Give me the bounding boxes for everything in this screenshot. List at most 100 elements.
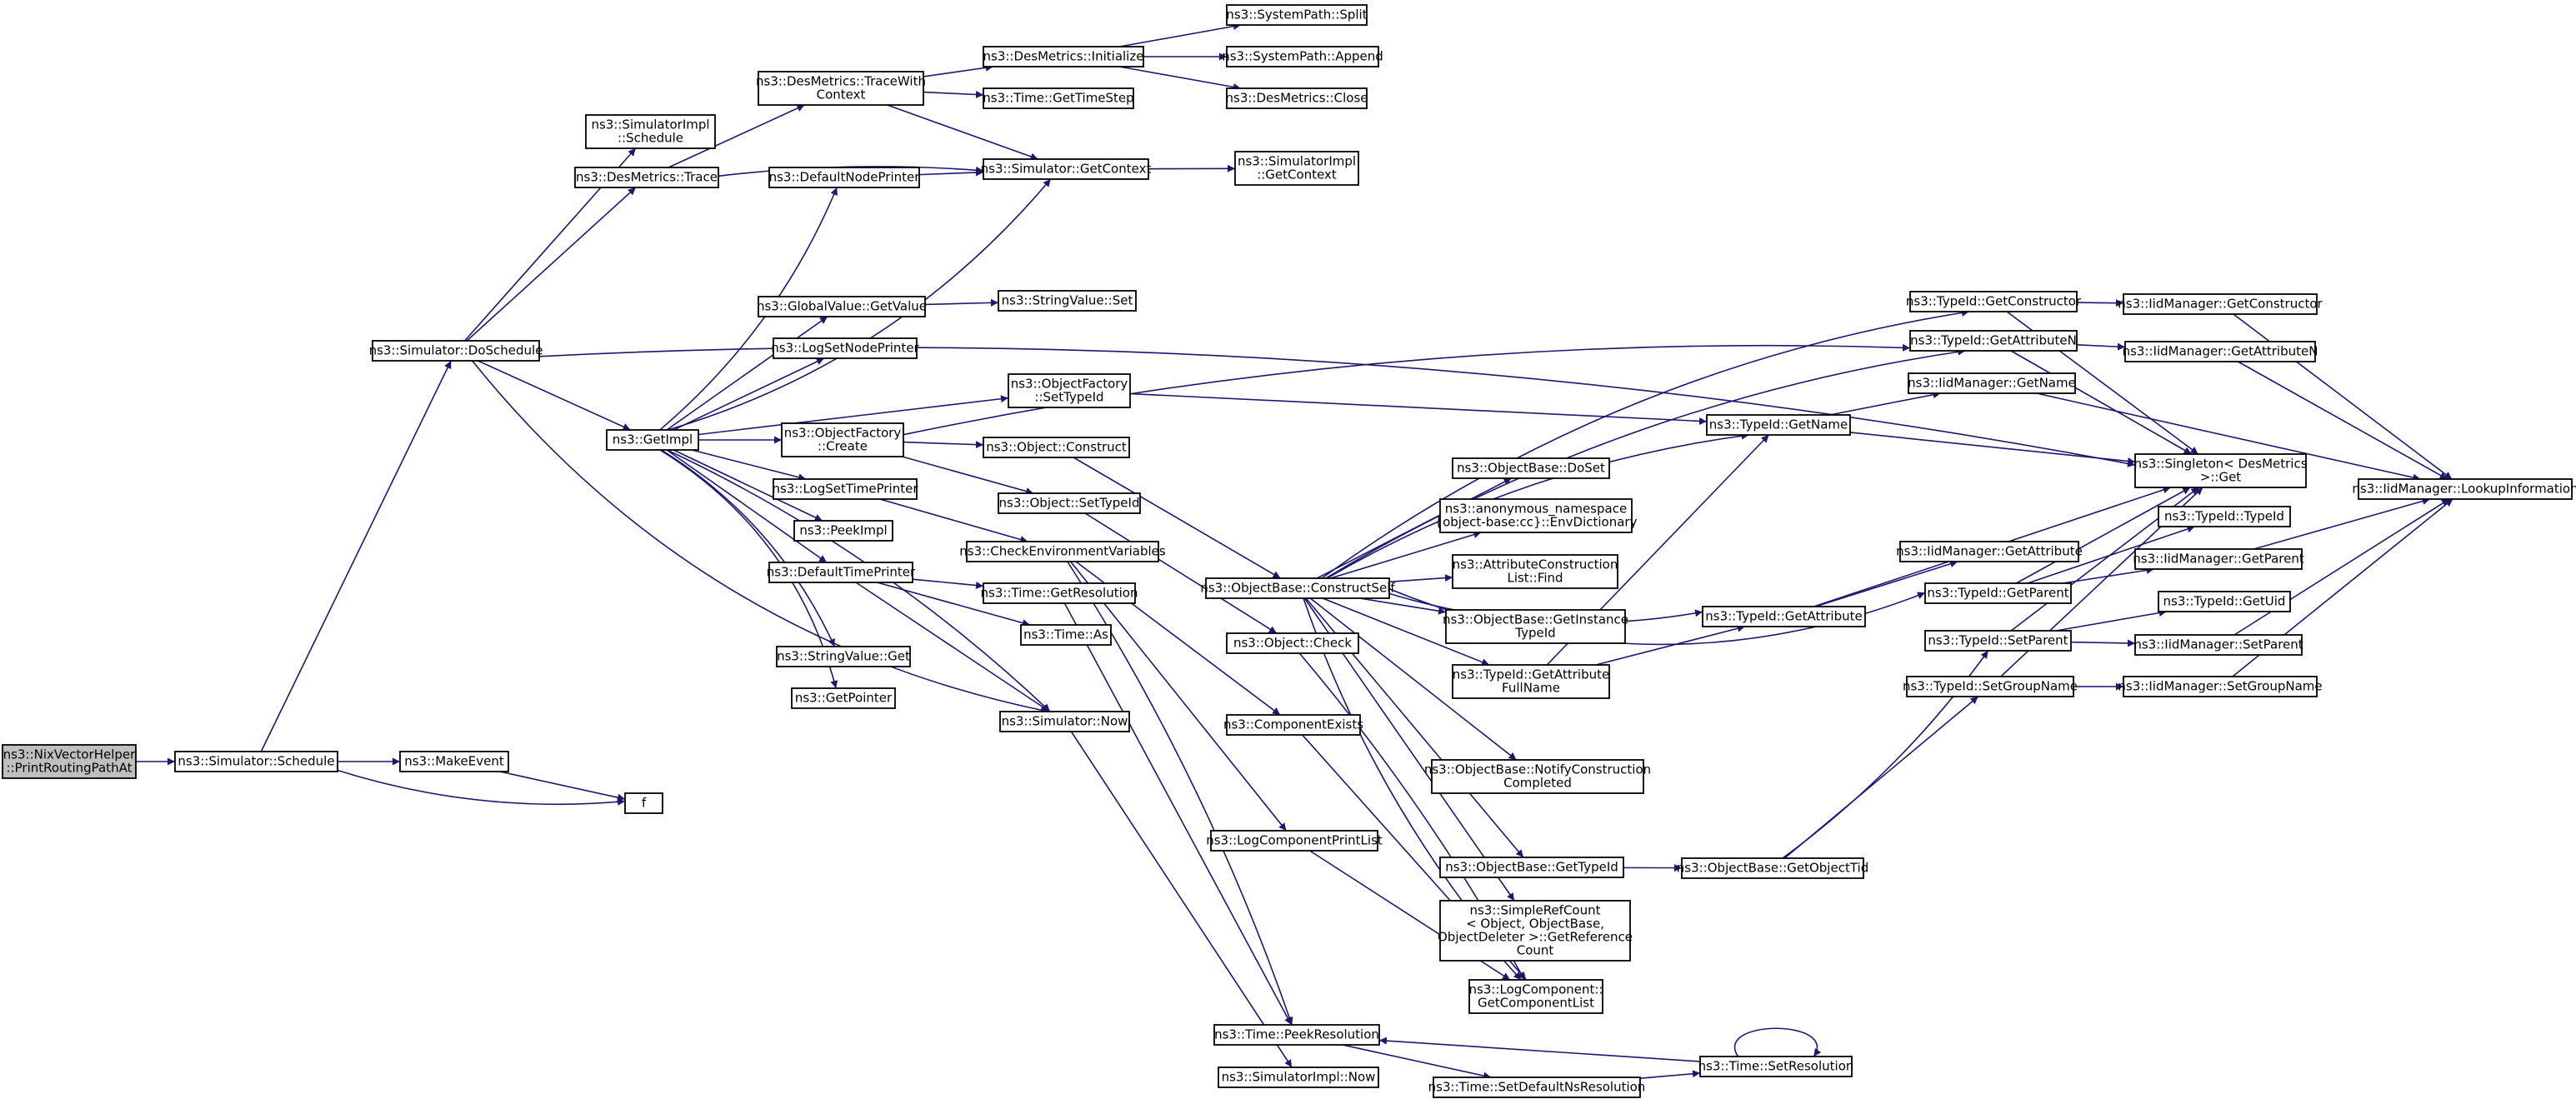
node-simnow[interactable]: ns3::Simulator::Now — [999, 711, 1130, 732]
node-singletonget[interactable]: ns3::Singleton< DesMetrics >::Get — [2133, 453, 2308, 488]
node-simimplschedule[interactable]: ns3::SimulatorImpl::Schedule — [585, 114, 716, 149]
node-deftimeprinter[interactable]: ns3::DefaultTimePrinter — [767, 562, 916, 583]
call-edge — [923, 90, 984, 98]
node-objbaseconstructself[interactable]: ns3::ObjectBase::ConstructSelf — [1200, 577, 1395, 599]
node-desminit[interactable]: ns3::DesMetrics::Initialize — [983, 46, 1144, 67]
node-box — [1899, 541, 2079, 562]
node-timeas[interactable]: ns3::Time::As — [1020, 624, 1112, 646]
node-label: ns3::SystemPath::Split — [1226, 7, 1367, 22]
node-logsetnodeprinter[interactable]: ns3::LogSetNodePrinter — [771, 337, 920, 359]
node-label: ns3::Object::SetTypeId — [999, 496, 1140, 511]
node-objsettypeid[interactable]: ns3::Object::SetTypeId — [998, 492, 1141, 514]
node-iidgetattribute[interactable]: ns3::IidManager::GetAttribute — [1896, 541, 2083, 562]
node-iidgetattrn[interactable]: ns3::IidManager::GetAttributeN — [2123, 341, 2318, 362]
call-edge — [2006, 311, 2199, 455]
node-envdict[interactable]: ns3::anonymous_namespace{object-base:cc}… — [1435, 498, 1638, 533]
node-label: ns3::Simulator::GetContext — [981, 162, 1152, 177]
node-timesetres[interactable]: ns3::Time::SetResolution — [1698, 1056, 1854, 1077]
call-edge — [2233, 313, 2453, 480]
node-desmclose[interactable]: ns3::DesMetrics::Close — [1226, 87, 1368, 109]
node-compexists[interactable]: ns3::ComponentExists — [1223, 714, 1363, 736]
node-schedule[interactable]: ns3::Simulator::Schedule — [174, 751, 338, 772]
call-edge — [879, 498, 1028, 543]
node-label: ns3::anonymous_namespace — [1445, 502, 1627, 517]
node-box — [1234, 151, 1359, 186]
node-iidlookup[interactable]: ns3::IidManager::LookupInformation — [2352, 478, 2576, 500]
node-iidsetparent[interactable]: ns3::IidManager::SetParent — [2133, 634, 2303, 656]
node-syspathappend[interactable]: ns3::SystemPath::Append — [1222, 46, 1383, 67]
node-logcompgetlist[interactable]: ns3::LogComponent::GetComponentList — [1468, 979, 1603, 1014]
node-root[interactable]: ns3::NixVectorHelper::PrintRoutingPathAt — [2, 744, 137, 779]
node-label: ns3::IidManager::SetParent — [2133, 637, 2303, 652]
node-desmtrace[interactable]: ns3::DesMetrics::Trace — [574, 167, 719, 188]
node-syspathsplit[interactable]: ns3::SystemPath::Split — [1226, 4, 1368, 26]
node-box — [998, 492, 1141, 514]
node-box — [768, 167, 920, 188]
node-tidgetuid[interactable]: ns3::TypeId::GetUid — [2158, 591, 2291, 612]
node-label: ns3::CheckEnvironmentVariables — [959, 544, 1166, 559]
node-iidgetconstructor[interactable]: ns3::IidManager::GetConstructor — [2118, 293, 2323, 315]
node-timegetres[interactable]: ns3::Time::GetResolution — [981, 582, 1138, 604]
node-box — [1008, 373, 1131, 408]
node-objconstruct[interactable]: ns3::Object::Construct — [983, 437, 1130, 458]
node-timesetdefns[interactable]: ns3::Time::SetDefaultNsResolution — [1428, 1077, 1646, 1098]
node-objfactcreate[interactable]: ns3::ObjectFactory::Create — [781, 422, 904, 457]
node-getimpl[interactable]: ns3::GetImpl — [606, 429, 699, 451]
node-doschedule[interactable]: ns3::Simulator::DoSchedule — [369, 340, 543, 362]
node-getpointer[interactable]: ns3::GetPointer — [791, 687, 896, 709]
node-logsettimeprinter[interactable]: ns3::LogSetTimePrinter — [772, 478, 918, 500]
node-tidgetconstructor[interactable]: ns3::TypeId::GetConstructor — [1906, 291, 2082, 312]
node-simplerefcount[interactable]: ns3::SimpleRefCount< Object, ObjectBase,… — [1438, 900, 1633, 962]
node-label: ns3::TypeId::GetParent — [1927, 586, 2068, 601]
node-objfactsettypeid[interactable]: ns3::ObjectFactory::SetTypeId — [1008, 373, 1131, 408]
node-tidtypeid[interactable]: ns3::TypeId::TypeId — [2158, 506, 2291, 527]
node-tidgetattrn[interactable]: ns3::TypeId::GetAttributeN — [1909, 330, 2078, 352]
node-defnodeprinter[interactable]: ns3::DefaultNodePrinter — [768, 167, 921, 188]
node-tidsetparent[interactable]: ns3::TypeId::SetParent — [1924, 630, 2072, 652]
node-gettimestep[interactable]: ns3::Time::GetTimeStep — [983, 87, 1134, 109]
node-objbasegettypeid[interactable]: ns3::ObjectBase::GetTypeId — [1439, 857, 1624, 878]
node-label: ns3::LogSetTimePrinter — [772, 482, 918, 497]
node-label: ns3::AttributeConstruction — [1453, 557, 1618, 572]
node-gvgetvalue[interactable]: ns3::GlobalValue::GetValue — [757, 296, 927, 317]
node-strvalget[interactable]: ns3::StringValue::Get — [776, 646, 911, 667]
node-label: ns3::IidManager::SetGroupName — [2118, 679, 2322, 694]
node-iidgetparent[interactable]: ns3::IidManager::GetParent — [2133, 548, 2304, 570]
node-simimplgetcontext[interactable]: ns3::SimulatorImpl::GetContext — [1234, 151, 1359, 186]
node-tidgetparent[interactable]: ns3::TypeId::GetParent — [1924, 582, 2072, 604]
node-simimplnow[interactable]: ns3::SimulatorImpl::Now — [1218, 1067, 1379, 1088]
node-box — [983, 582, 1136, 604]
node-objbasenotify[interactable]: ns3::ObjectBase::NotifyConstructionCompl… — [1424, 759, 1651, 794]
node-timepeekres[interactable]: ns3::Time::PeekResolution — [1213, 1024, 1380, 1046]
node-peekimpl[interactable]: ns3::PeekImpl — [793, 520, 893, 542]
node-tidsetgroupname[interactable]: ns3::TypeId::SetGroupName — [1903, 676, 2078, 697]
node-box — [1908, 372, 2076, 394]
node-f[interactable]: f — [624, 792, 663, 814]
call-edge — [876, 582, 1031, 627]
node-tidgetname[interactable]: ns3::TypeId::GetName — [1706, 414, 1851, 436]
node-label: ns3::Simulator::DoSchedule — [369, 343, 543, 358]
node-logcompprintlist[interactable]: ns3::LogComponentPrintList — [1206, 830, 1383, 852]
node-checkenv[interactable]: ns3::CheckEnvironmentVariables — [959, 541, 1166, 562]
node-objbasedoset[interactable]: ns3::ObjectBase::DoSet — [1452, 457, 1610, 479]
node-makeevent[interactable]: ns3::MakeEvent — [399, 751, 509, 772]
call-edge — [2233, 498, 2450, 636]
node-iidgetname[interactable]: ns3::IidManager::GetName — [1908, 372, 2076, 394]
node-box — [2, 744, 137, 779]
node-iidsetgroupname[interactable]: ns3::IidManager::SetGroupName — [2118, 676, 2323, 697]
node-label: ns3::Time::As — [1023, 627, 1108, 642]
node-tidgetattribute[interactable]: ns3::TypeId::GetAttribute — [1702, 606, 1866, 627]
node-simgetcontext[interactable]: ns3::Simulator::GetContext — [981, 158, 1152, 180]
call-edge — [1388, 574, 1453, 583]
node-objbasegetobjtid[interactable]: ns3::ObjectBase::GetObjectTid — [1677, 857, 1868, 879]
node-label: ns3::LogComponentPrintList — [1206, 833, 1383, 848]
node-box — [776, 646, 911, 667]
node-label: ns3::Time::PeekResolution — [1214, 1027, 1379, 1042]
node-strvalset[interactable]: ns3::StringValue::Set — [998, 290, 1137, 312]
call-edge — [673, 357, 825, 431]
node-objcheck[interactable]: ns3::Object::Check — [1226, 632, 1359, 654]
